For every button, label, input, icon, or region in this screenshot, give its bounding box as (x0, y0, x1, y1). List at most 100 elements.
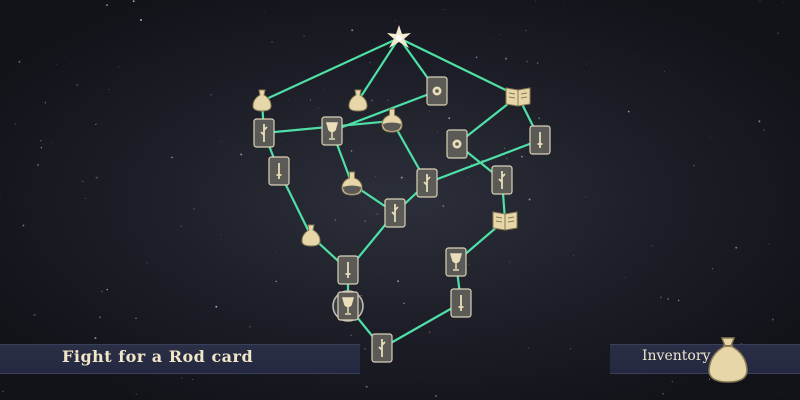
star-dot (99, 316, 102, 319)
map-node-potion[interactable] (341, 171, 363, 196)
star-dot (650, 245, 653, 247)
star-dot (10, 97, 12, 99)
potion-liquid (383, 122, 401, 131)
map-node-pentacle-card[interactable] (446, 129, 468, 159)
map-node-rod-card[interactable] (253, 118, 275, 148)
star-dot (95, 176, 98, 179)
path-edge (356, 36, 401, 103)
map-node-bag[interactable] (348, 89, 368, 112)
star-dot (525, 349, 527, 350)
star-dot (468, 176, 469, 177)
star-dot (37, 164, 39, 166)
map-node-rod-card[interactable] (491, 165, 513, 195)
star-dot (627, 110, 630, 113)
bag-icon (301, 224, 321, 247)
star-dot (95, 123, 97, 125)
star-dot (191, 379, 193, 380)
star-dot (33, 313, 36, 317)
star-dot (528, 198, 531, 201)
path-edge (260, 36, 401, 103)
star-dot (468, 263, 470, 266)
map-node-sword-card[interactable] (450, 288, 472, 318)
star-dot (585, 63, 587, 65)
star-dot (94, 337, 97, 340)
map-node-book[interactable] (492, 211, 518, 231)
star-dot (100, 290, 103, 293)
star-dot (215, 305, 218, 308)
star-dot (220, 233, 222, 235)
map-node-bag[interactable] (252, 89, 272, 112)
map-node-rod-card[interactable] (371, 333, 393, 363)
map-node-rod-card[interactable] (384, 198, 406, 228)
star-dot (534, 0, 536, 2)
star-dot (210, 93, 213, 96)
star-dot (40, 146, 43, 149)
bag-icon (708, 337, 748, 383)
star-dot (135, 317, 137, 320)
star-dot (781, 393, 783, 394)
star-dot (498, 33, 500, 36)
star-dot (585, 196, 587, 198)
star-dot (394, 20, 396, 22)
star-dot (40, 140, 42, 142)
rod-icon (391, 204, 399, 222)
star-dot (171, 156, 173, 159)
rod-icon (498, 171, 506, 189)
sword-icon (345, 262, 351, 278)
map-node-cup-card[interactable] (445, 247, 467, 277)
star-dot (641, 164, 643, 166)
map-node-sword-card[interactable] (529, 125, 551, 155)
star-dot (771, 318, 774, 321)
map-node-cup-card[interactable] (332, 290, 364, 322)
map-node-sword-card[interactable] (337, 255, 359, 285)
star-dot (334, 219, 337, 221)
inventory-button[interactable] (700, 330, 756, 386)
star-dot (435, 395, 437, 397)
star-dot (14, 123, 17, 125)
star-dot (108, 88, 110, 91)
map-node-pentacle-card[interactable] (426, 76, 448, 106)
path-edge (425, 138, 542, 185)
star-dot (220, 140, 222, 142)
star-dot (202, 189, 204, 190)
star-dot (768, 243, 770, 245)
map-node-book[interactable] (505, 87, 531, 107)
map-node-bag[interactable] (301, 224, 321, 247)
star-dot (275, 251, 277, 253)
star-dot (710, 137, 712, 139)
inventory-bar (610, 344, 800, 374)
status-bar (0, 344, 360, 374)
star-dot (527, 347, 529, 349)
star-dot (538, 117, 541, 120)
star-dot (667, 298, 670, 300)
star-dot (503, 147, 505, 149)
map-node-star[interactable] (387, 25, 411, 48)
star-dot (671, 381, 673, 383)
star-dot (364, 348, 366, 350)
star-dot (371, 99, 373, 102)
map-node-cup-card[interactable] (321, 116, 343, 146)
star-dot (135, 393, 137, 395)
star-dot (376, 213, 378, 216)
book-lines (495, 214, 515, 230)
star-dot (758, 120, 761, 123)
star-dot (570, 348, 572, 350)
star-dot (662, 392, 664, 395)
map-node-potion[interactable] (381, 108, 403, 133)
star-dot (350, 150, 353, 152)
star-dot (536, 62, 539, 64)
map-node-rod-card[interactable] (416, 168, 438, 198)
star-dot (374, 175, 376, 177)
sword-icon (537, 132, 543, 148)
star-dot (708, 378, 711, 380)
star-dot (354, 202, 355, 203)
map-node-sword-card[interactable] (268, 156, 290, 186)
star-dot (360, 295, 362, 296)
star-dot (106, 4, 108, 6)
star-dot (249, 326, 251, 328)
rod-icon (260, 124, 268, 142)
star-dot (365, 385, 368, 388)
pentacle-center (435, 89, 439, 93)
star-dot (317, 107, 320, 110)
